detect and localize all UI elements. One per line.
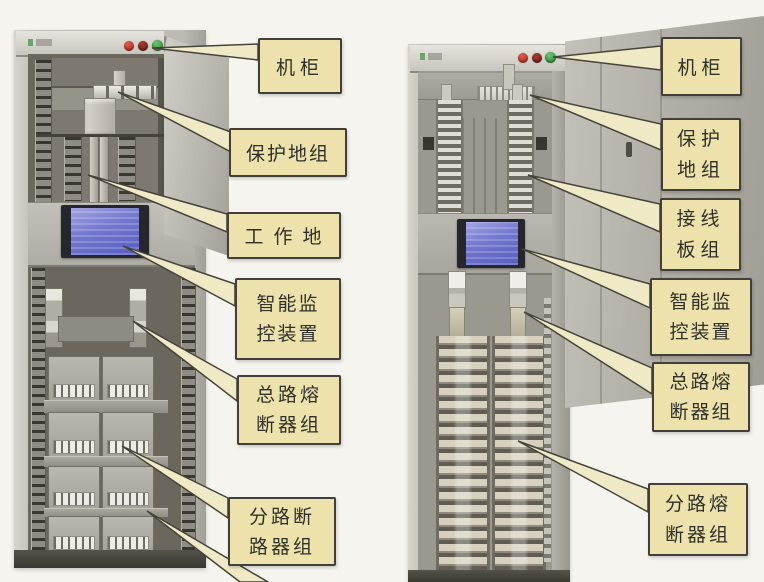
door-handle xyxy=(626,142,632,157)
label-cabinet-right: 机柜 xyxy=(661,37,742,96)
leader-terminal-board-right xyxy=(527,174,661,234)
left-cabinet-logo-icon xyxy=(28,39,52,46)
leader-smart-monitor-left xyxy=(122,245,236,308)
leader-cabinet-right xyxy=(552,45,662,71)
right-cabinet-base xyxy=(408,570,570,582)
left-power-led-green-icon xyxy=(152,40,163,51)
leader-main-fuse-left xyxy=(132,320,238,403)
protective-ground-busbar xyxy=(93,85,157,100)
left-lower-rail-left xyxy=(31,268,46,550)
left-power-led-darkred-icon xyxy=(138,41,148,51)
label-branch-breaker-left: 分路断 路器组 xyxy=(228,497,336,566)
leader-main-fuse-right xyxy=(523,311,653,396)
side-clip-right xyxy=(536,137,547,150)
side-clip-left xyxy=(423,137,434,150)
branch-fuse-column-left xyxy=(436,336,490,580)
left-shelf-edge xyxy=(36,134,166,137)
breaker-module xyxy=(48,466,100,510)
label-branch-fuse-right: 分路熔 断器组 xyxy=(648,483,748,556)
label-cabinet-left: 机柜 xyxy=(258,38,342,94)
working-ground-bar-1 xyxy=(90,136,99,202)
label-smart-monitor-left: 智能监 控装置 xyxy=(235,278,341,360)
breaker-toggles xyxy=(53,492,95,506)
right-power-led-darkred-icon xyxy=(532,53,542,63)
label-protective-ground-left: 保护地组 xyxy=(229,128,347,177)
leader-branch-fuse-right xyxy=(517,440,649,514)
breaker-toggles xyxy=(53,384,95,398)
terminal-board-column-right xyxy=(507,100,534,218)
breaker-shelf xyxy=(44,400,168,413)
working-ground-bar-2 xyxy=(100,136,109,202)
breaker-toggles xyxy=(107,492,149,506)
label-terminal-board-right: 接线 板组 xyxy=(660,198,741,271)
leader-branch-breaker-left xyxy=(121,445,229,520)
breaker-toggles xyxy=(107,384,149,398)
breaker-module xyxy=(48,412,100,458)
right-power-led-green-icon xyxy=(545,52,556,63)
breaker-shelf xyxy=(44,508,168,517)
breaker-module xyxy=(48,516,100,554)
leader-protective-ground-left xyxy=(117,91,232,154)
main-fuse-panel xyxy=(58,316,134,342)
leader-smart-monitor-right xyxy=(521,248,651,310)
breaker-toggles xyxy=(53,440,95,454)
left-cabinet-base xyxy=(14,550,206,568)
breaker-shelf xyxy=(44,456,168,467)
label-smart-monitor-right: 智能监 控装置 xyxy=(650,278,752,356)
breaker-toggles xyxy=(107,440,149,454)
breaker-toggles xyxy=(107,536,149,550)
left-center-rail-1 xyxy=(64,137,82,201)
breaker-toggles xyxy=(53,536,95,550)
right-power-led-red-icon xyxy=(518,53,528,63)
breaker-module xyxy=(102,466,154,510)
door-seam xyxy=(600,16,602,408)
terminal-board-column-left xyxy=(436,100,463,218)
right-ground-hook xyxy=(503,64,515,90)
right-slot-panel xyxy=(462,118,506,216)
right-slot-strip xyxy=(544,298,551,562)
leader-working-ground xyxy=(87,174,228,234)
leader-cabinet-left xyxy=(151,43,259,61)
right-cabinet-logo-icon xyxy=(420,53,442,60)
right-monitor-screen xyxy=(466,222,518,265)
left-power-led-red-icon xyxy=(124,41,134,51)
label-main-fuse-right: 总路熔 断器组 xyxy=(652,362,750,432)
label-main-fuse-left: 总路熔 断器组 xyxy=(237,375,341,445)
leader-protective-ground-right xyxy=(529,94,662,152)
label-working-ground: 工 作 地 xyxy=(227,212,341,259)
label-protective-ground-right: 保护 地组 xyxy=(661,118,741,191)
